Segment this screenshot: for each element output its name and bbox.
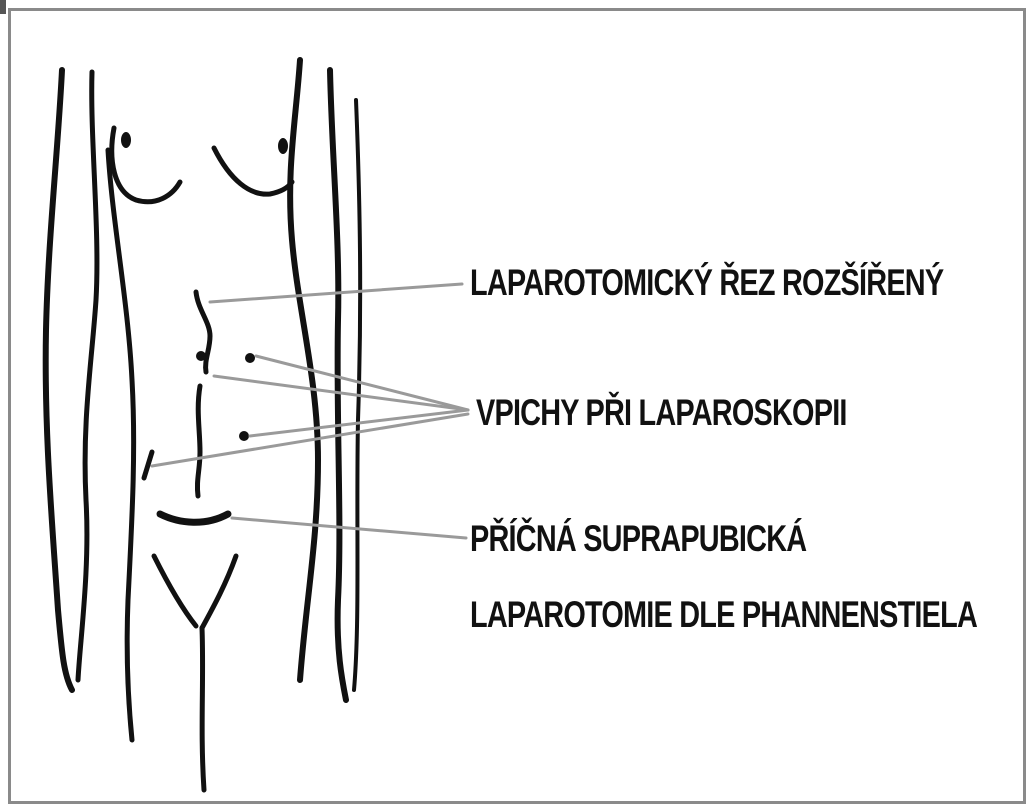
label-pfannenstiel-line2: LAPAROTOMIE DLE PHANNENSTIELA — [470, 596, 977, 633]
left-port-mark — [144, 452, 152, 478]
label-pfannenstiel-line1: PŘÍČNÁ SUPRAPUBICKÁ — [470, 520, 806, 557]
inner-leg-line — [202, 628, 204, 790]
label-extended-incision: LAPAROTOMICKÝ ŘEZ ROZŠÍŘENÝ — [470, 264, 943, 301]
lower-midline — [197, 386, 200, 496]
left-groin-line — [154, 556, 196, 626]
right-nipple — [278, 138, 288, 154]
port-dot-3 — [239, 431, 249, 441]
left-nipple — [121, 132, 131, 148]
label-laparoscopy-ports: VPICHY PŘI LAPAROSKOPII — [476, 394, 847, 431]
leader-pfannenstiel — [232, 518, 466, 538]
leader-port-1 — [256, 356, 468, 410]
port-dot-2 — [245, 353, 255, 363]
port-dot-1 — [196, 351, 206, 361]
right-groin-line — [202, 556, 236, 628]
suprapubic-incision — [160, 514, 228, 522]
left-arm-inner — [78, 72, 97, 680]
right-breast — [214, 148, 292, 194]
left-arm-outline — [46, 70, 72, 690]
right-arm-outline — [330, 70, 346, 700]
leader-port-2 — [214, 376, 468, 410]
left-torso-side — [108, 150, 134, 740]
